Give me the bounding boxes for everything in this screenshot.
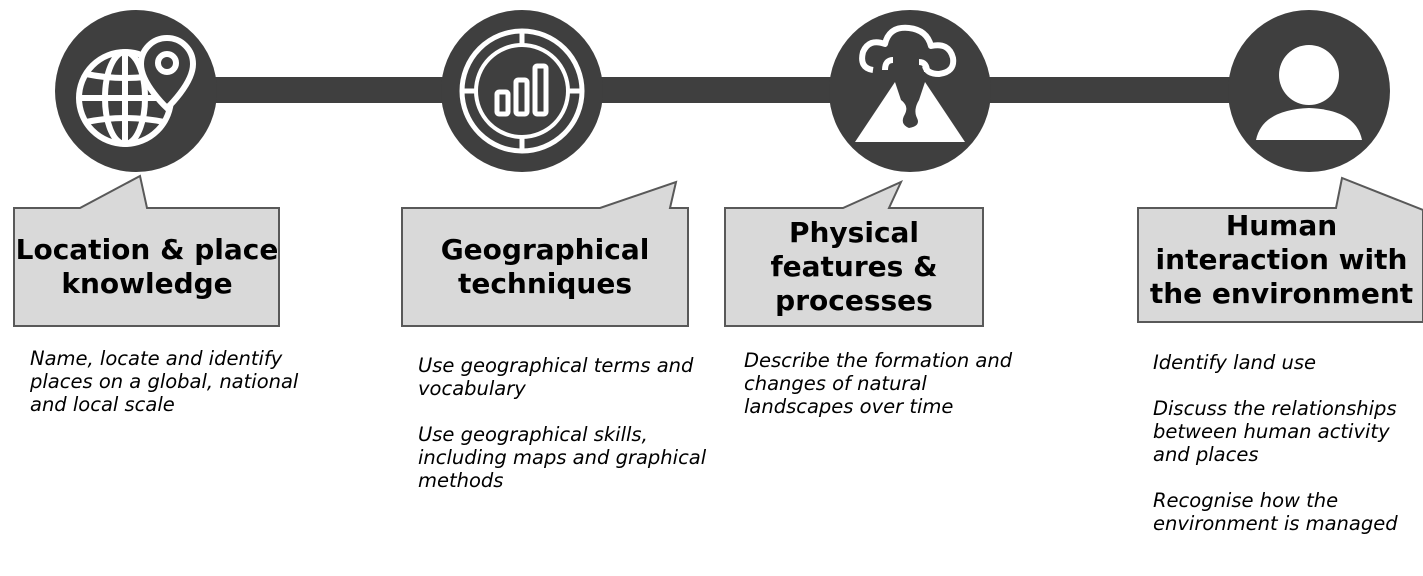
stage-2-title: Geographical techniques: [440, 233, 650, 300]
stage-4-callout: Human interaction with the environment: [1136, 176, 1423, 328]
globe-location-pin-icon: [76, 34, 197, 147]
person-icon: [1256, 45, 1362, 140]
stage-1-description: Name, locate and identify places on a gl…: [30, 347, 320, 416]
stage-4-node: [1228, 10, 1390, 172]
stage-4-description-item: Discuss the relationships between human …: [1153, 397, 1397, 466]
stage-2-node: [441, 10, 603, 172]
stage-4-title: Human interaction with the environment: [1149, 209, 1414, 310]
stage-1-node: [55, 10, 217, 172]
stage-3-description: Describe the formation and changes of na…: [744, 349, 1014, 418]
stage-4-description-item: Identify land use: [1153, 351, 1316, 374]
bar-chart-dial-icon: [459, 28, 585, 154]
stage-3-callout: Physical features & processes: [723, 180, 985, 328]
stage-1-callout: Location & place knowledge: [12, 174, 282, 328]
stage-3-title: Physical features & processes: [770, 216, 938, 317]
stage-2-callout: Geographical techniques: [400, 180, 690, 328]
stage-3-node: [829, 10, 991, 172]
stage-1-description-item: Name, locate and identify places on a gl…: [30, 347, 299, 416]
stage-4-description-item: Recognise how the environment is managed: [1153, 489, 1398, 535]
stage-3-description-item: Describe the formation and changes of na…: [744, 349, 1013, 418]
timeline-connector: [180, 77, 1260, 103]
stage-2-description-item: Use geographical terms and vocabulary: [418, 354, 694, 400]
stage-2-description: Use geographical terms and vocabulary Us…: [418, 354, 708, 492]
stage-4-description: Identify land use Discuss the relationsh…: [1153, 351, 1421, 535]
stage-2-description-item: Use geographical skills, including maps …: [418, 423, 707, 492]
stage-1-title: Location & place knowledge: [15, 233, 279, 300]
volcano-icon: [855, 24, 965, 142]
